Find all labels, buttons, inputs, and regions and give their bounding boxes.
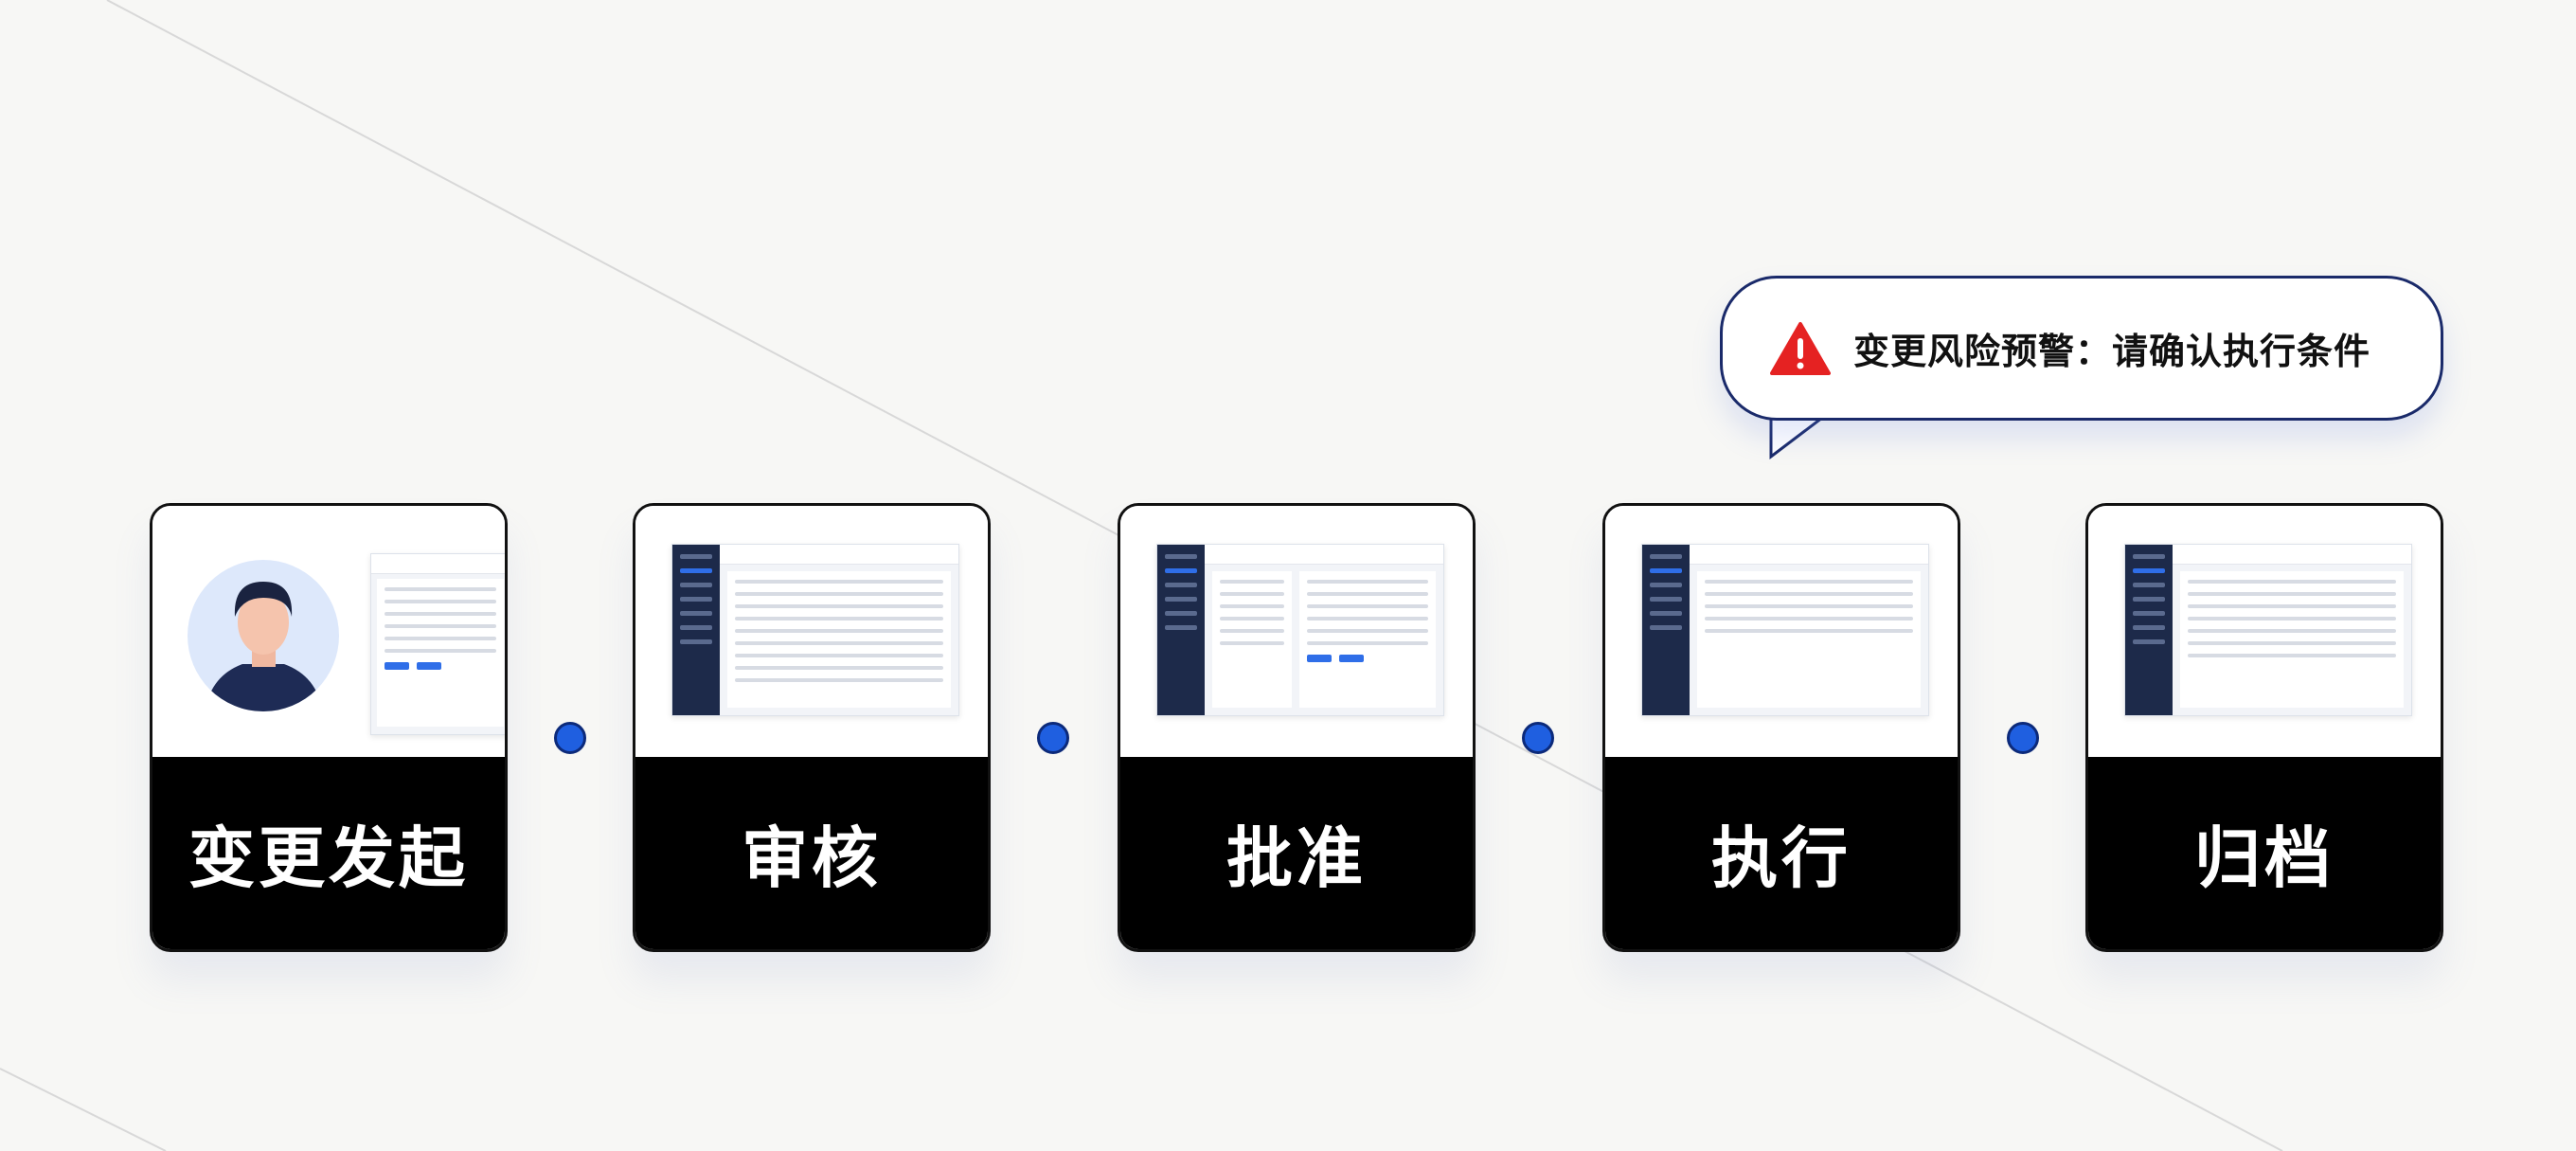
step-card-execute: 执行 (1602, 503, 1960, 952)
warning-triangle-icon (1770, 321, 1831, 375)
step-label: 审核 (742, 819, 882, 897)
approval-form-screen (1156, 544, 1444, 716)
step-label: 变更发起 (188, 819, 469, 897)
step-card-approve: 批准 (1118, 503, 1476, 952)
connector-dot (1037, 722, 1069, 754)
step-label: 归档 (2194, 819, 2334, 897)
step-label: 执行 (1711, 819, 1852, 897)
user-avatar-icon (188, 560, 339, 711)
connector-dot (1522, 722, 1554, 754)
connector-dot (2007, 722, 2039, 754)
step-card-archive: 归档 (2085, 503, 2443, 952)
risk-warning-bubble: 变更风险预警：请确认执行条件 (1720, 276, 2443, 421)
warning-text: 变更风险预警：请确认执行条件 (1853, 331, 2371, 372)
review-table-screen (671, 544, 959, 716)
execution-table-screen (1641, 544, 1929, 716)
bubble-tail (1769, 415, 1827, 460)
archive-list-screen (2124, 544, 2412, 716)
change-request-form-screen (370, 553, 505, 735)
step-card-review: 审核 (633, 503, 991, 952)
step-card-initiate: 变更发起 (150, 503, 508, 952)
connector-dot (554, 722, 586, 754)
step-label: 批准 (1226, 819, 1367, 897)
